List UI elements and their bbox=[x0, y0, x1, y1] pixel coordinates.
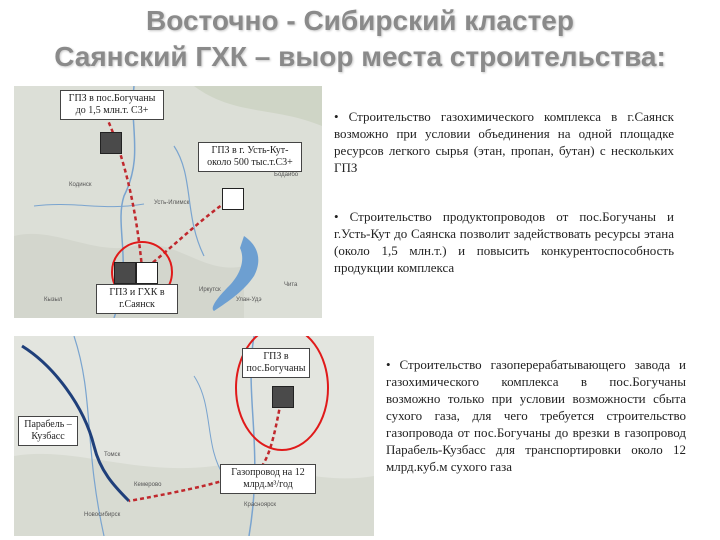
place-name-kyzyl: Кызыл bbox=[44, 297, 63, 303]
place-name-tomsk: Томск bbox=[104, 452, 121, 458]
label-gpz-boguchany: ГПЗ в пос.Богучаны до 1,5 млн.т. С3+ bbox=[60, 90, 164, 120]
label-gpz-ust-kut: ГПЗ в г. Усть-Кут- около 500 тыс.т.С3+ bbox=[198, 142, 302, 172]
place-name-kodinsk: Кодинск bbox=[69, 182, 92, 188]
existing-pipeline-parabel-kuzbass bbox=[21, 344, 131, 503]
label-gpz-ghk-sayansk: ГПЗ и ГХК в г.Саянск bbox=[96, 284, 178, 314]
place-name-ust-ilimsk: Усть-Илимск bbox=[154, 200, 190, 206]
place-name-chita: Чита bbox=[284, 282, 298, 288]
boguchany-highlight-circle bbox=[235, 336, 329, 451]
place-name-ulan-ude: Улан-Удэ bbox=[236, 297, 262, 303]
slide-title-line-2: Саянский ГХК – выор места строительства: bbox=[54, 41, 666, 72]
plant-icon-sayansk-gpz bbox=[114, 262, 136, 284]
label-gpz-boguchany-bottom: ГПЗ в пос.Богучаны bbox=[242, 348, 310, 378]
place-name-novosibirsk: Новосибирск bbox=[84, 512, 121, 518]
plant-icon-sayansk-ghk bbox=[136, 262, 158, 284]
place-name-irkutsk: Иркутск bbox=[199, 287, 221, 293]
plant-icon-boguchany bbox=[100, 132, 122, 154]
label-pipeline-12bcm: Газопровод на 12 млрд.м³/год bbox=[220, 464, 316, 494]
bullet-sayansk-complex: • Строительство газохимического комплекс… bbox=[334, 109, 674, 175]
slide-title-line-1: Восточно - Сибирский кластер bbox=[146, 5, 574, 36]
map-east-siberia: Кодинск Усть-Илимск Бодайбо Иркутск Улан… bbox=[14, 86, 322, 318]
map-west-siberia: Томск Кемерово Новосибирск Красноярск ГП… bbox=[14, 336, 374, 536]
bullet-product-pipelines: • Строительство продуктопроводов от пос.… bbox=[334, 209, 674, 275]
plant-icon-boguchany-bottom bbox=[272, 386, 294, 408]
lake-baikal bbox=[212, 236, 259, 311]
place-name-bodaibo: Бодайбо bbox=[274, 171, 299, 178]
plant-icon-ust-kut bbox=[222, 188, 244, 210]
place-name-krasnoyarsk: Красноярск bbox=[244, 502, 276, 508]
label-parabel-kuzbass: Парабель – Кузбасс bbox=[18, 416, 78, 446]
route-boguchany-sayansk bbox=[104, 115, 144, 269]
bullet-boguchany-gas: • Строительство газоперерабатывающего за… bbox=[386, 357, 686, 474]
place-name-kemerovo: Кемерово bbox=[134, 482, 162, 488]
